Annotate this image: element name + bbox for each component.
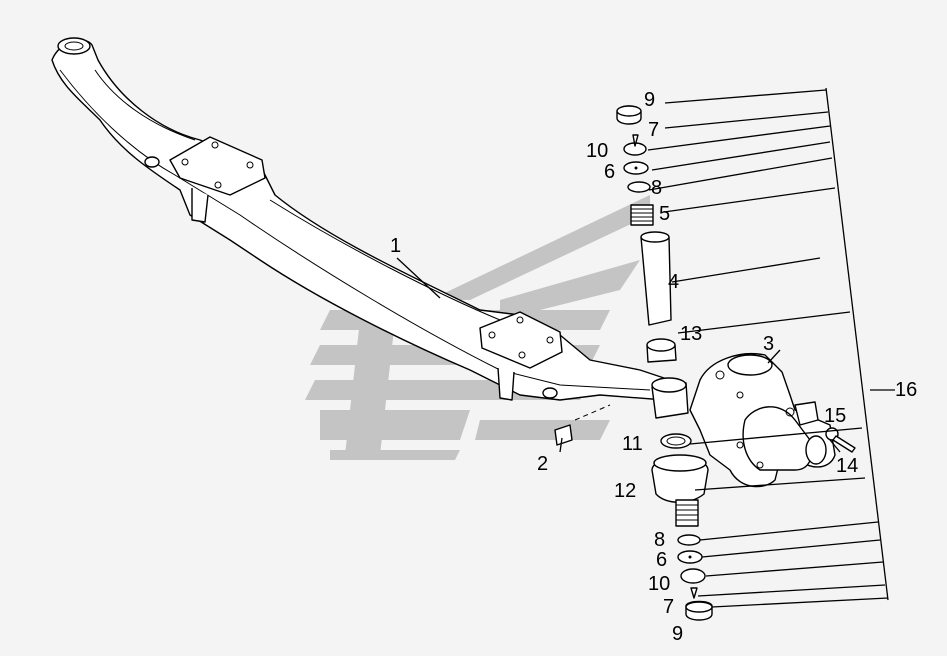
- callout-labels: 1 2 3 4 5 6 6 7 7 8 8 9 9 10 10 11 12 13…: [390, 89, 917, 645]
- callout-16: 16: [895, 379, 917, 401]
- upper-pin-stack: [616, 105, 677, 363]
- callout-10a: 10: [586, 140, 608, 162]
- callout-14: 14: [836, 455, 858, 477]
- lower-pin-stack: [651, 433, 713, 621]
- callout-8b: 8: [654, 529, 665, 551]
- callout-11: 11: [622, 433, 643, 455]
- shim: [554, 404, 611, 446]
- callout-10b: 10: [648, 573, 670, 595]
- callout-1: 1: [390, 235, 401, 257]
- callout-9a: 9: [644, 89, 655, 111]
- callout-7a: 7: [648, 119, 659, 141]
- callout-15: 15: [824, 405, 846, 427]
- callout-4: 4: [668, 271, 679, 293]
- callout-7b: 7: [663, 596, 674, 618]
- callout-6b: 6: [656, 549, 667, 571]
- callout-6a: 6: [604, 161, 615, 183]
- callout-13: 13: [680, 323, 702, 345]
- leader-lines: [396, 87, 895, 608]
- callout-5: 5: [659, 203, 670, 225]
- axle-beam: [51, 37, 671, 401]
- callout-9b: 9: [672, 623, 683, 645]
- callout-3: 3: [763, 333, 774, 355]
- callout-12: 12: [614, 480, 636, 502]
- steering-knuckle: [689, 353, 836, 488]
- callout-8a: 8: [651, 177, 662, 199]
- axle-king-pin-boss: [651, 377, 689, 419]
- callout-2: 2: [537, 453, 548, 475]
